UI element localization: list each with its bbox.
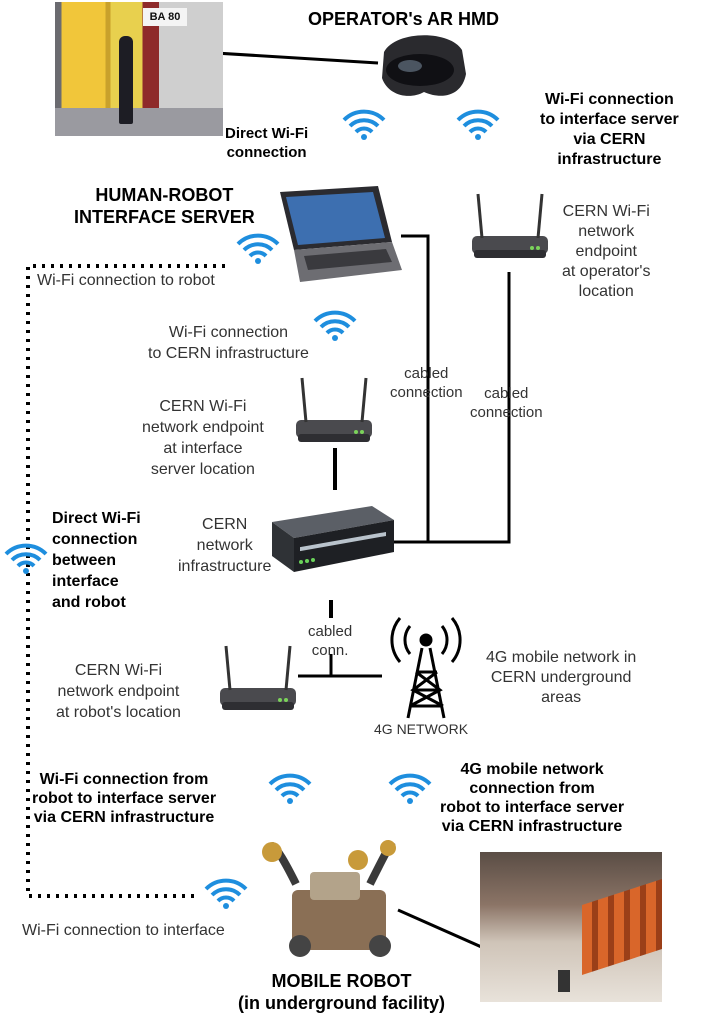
cern-endpoint-operator-label: CERN Wi-Fi network endpoint at operator'… — [562, 203, 651, 300]
wifi-icon — [342, 109, 386, 142]
wifi-interface-cern-label: Wi-Fi connection to interface server via… — [540, 91, 679, 168]
cabled-connection-label-2: cabled connection — [470, 385, 543, 421]
robot-icon — [262, 839, 396, 957]
cern-endpoint-server-label: CERN Wi-Fi network endpoint at interface… — [142, 398, 264, 478]
antenna-tower-icon — [390, 617, 462, 719]
wifi-to-robot-label: Wi-Fi connection to robot — [37, 272, 215, 289]
wifi-icon — [4, 543, 48, 576]
network-4g-label: 4G NETWORK — [374, 721, 469, 737]
wifi-icon — [268, 773, 312, 806]
router-icon — [294, 376, 374, 444]
cern-network-label: CERN network infrastructure — [178, 516, 272, 575]
cabled-connection-label-1: cabled connection — [390, 365, 463, 401]
cern-endpoint-robot-label: CERN Wi-Fi network endpoint at robot's l… — [56, 662, 181, 721]
operator-photo: BA 80 — [55, 2, 223, 136]
wifi-icon — [313, 310, 357, 343]
cabled-conn-label: cabled conn. — [308, 623, 353, 659]
switch-icon — [272, 506, 394, 572]
router-icon — [218, 644, 298, 712]
mobile-robot-title: MOBILE ROBOT (in underground facility) — [238, 971, 445, 1013]
operator-figure — [119, 36, 133, 124]
wifi-to-cern-label: Wi-Fi connection to CERN infrastructure — [148, 324, 309, 362]
mobile-4g-robot-server-label: 4G mobile network connection from robot … — [440, 761, 625, 835]
wifi-icon — [456, 109, 500, 142]
wifi-icon — [236, 233, 280, 266]
wifi-to-interface-label: Wi-Fi connection to interface — [22, 922, 225, 939]
wifi-icon — [388, 773, 432, 806]
photo-sign: BA 80 — [143, 8, 187, 26]
router-icon — [470, 192, 550, 260]
direct-wifi-label: Direct Wi-Fi connection — [225, 125, 309, 161]
ar-headset-icon — [382, 35, 466, 96]
mobile-4g-areas-label: 4G mobile network in CERN underground ar… — [486, 649, 637, 706]
operator-hmd-title: OPERATOR's AR HMD — [308, 9, 499, 29]
tunnel-photo — [480, 852, 662, 1002]
hri-server-title: HUMAN-ROBOT INTERFACE SERVER — [74, 185, 255, 227]
laptop-icon — [280, 186, 402, 282]
wifi-icon — [204, 878, 248, 911]
wifi-robot-server-label: Wi-Fi connection from robot to interface… — [32, 771, 217, 826]
direct-interface-robot-label: Direct Wi-Fi connection between interfac… — [52, 510, 141, 611]
